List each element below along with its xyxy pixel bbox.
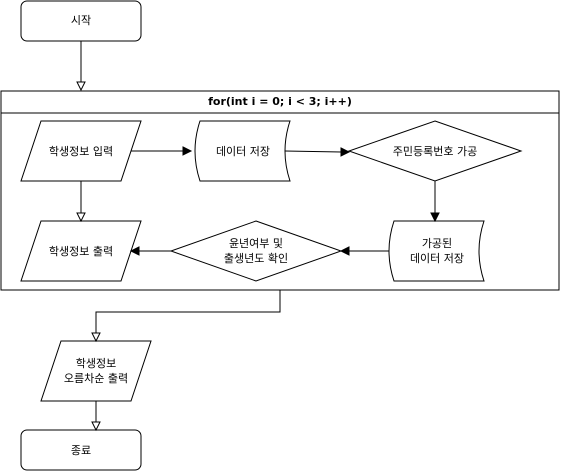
edge-check-to-output [129, 246, 171, 256]
check-label-line2: 출생년도 확인 [224, 252, 288, 265]
output-node[interactable]: 학생정보 출력 [20, 220, 142, 282]
sorted-label-line2: 오름차순 출력 [64, 372, 128, 385]
input-node[interactable]: 학생정보 입력 [20, 120, 142, 182]
input-label: 학생정보 입력 [49, 145, 113, 158]
store-node[interactable]: 데이터 저장 [194, 120, 291, 182]
edge-loop-to-sorted-output [91, 290, 281, 343]
process-node[interactable]: 주민등록번호 가공 [347, 120, 523, 182]
edge-start-to-loop [76, 41, 86, 92]
end-label: 종료 [71, 444, 91, 457]
store-label: 데이터 저장 [216, 145, 270, 158]
edge-process-to-processed [430, 181, 440, 223]
processed-label-line2: 데이터 저장 [410, 252, 464, 265]
sorted-output-node[interactable]: 학생정보 오름차순 출력 [40, 340, 152, 402]
check-node[interactable]: 윤년여부 및 출생년도 확인 [169, 220, 343, 282]
start-label: 시작 [71, 14, 91, 27]
end-node[interactable]: 종료 [20, 429, 142, 471]
processed-store-node[interactable]: 가공된 데이터 저장 [388, 220, 485, 282]
edge-sorted-output-to-end [91, 401, 101, 432]
loop-title: for(int i = 0; i < 3; i++) [208, 95, 352, 108]
edge-processed-to-check [339, 246, 389, 256]
check-label-line1: 윤년여부 및 [229, 237, 283, 250]
output-label: 학생정보 출력 [49, 245, 113, 258]
edge-input-to-output [76, 181, 86, 223]
sorted-label-line1: 학생정보 [76, 357, 116, 370]
start-node[interactable]: 시작 [20, 0, 142, 42]
edge-store-to-process [284, 147, 351, 157]
processed-label-line1: 가공된 [422, 237, 452, 250]
edge-input-to-store [131, 146, 193, 156]
process-label: 주민등록번호 가공 [393, 145, 477, 158]
